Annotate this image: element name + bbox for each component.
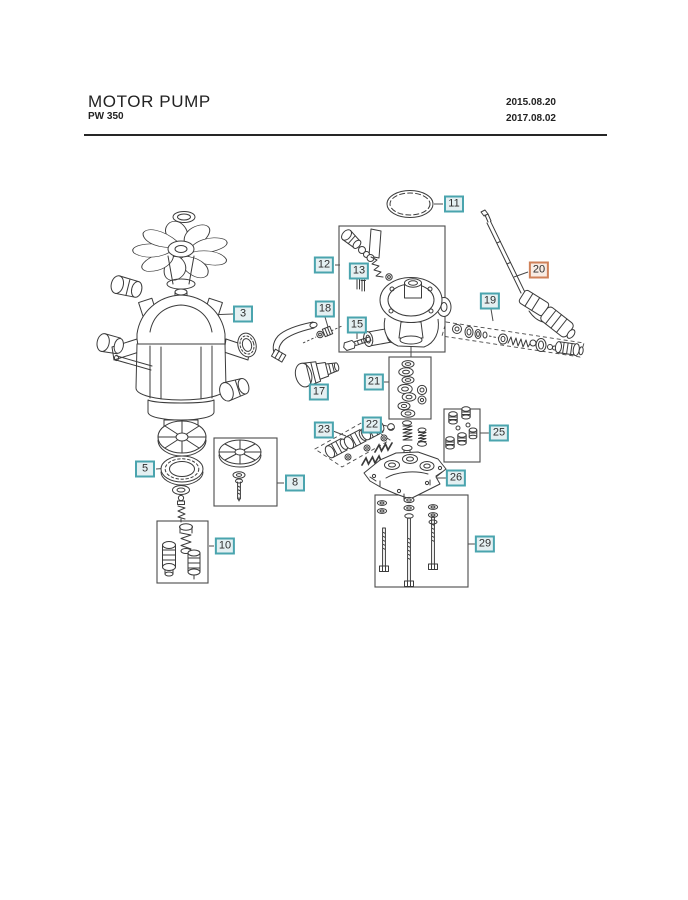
- trigger: [528, 310, 544, 323]
- callout-12[interactable]: 12: [313, 256, 335, 274]
- callout-11[interactable]: 11: [444, 195, 464, 213]
- callout-20[interactable]: 20: [528, 261, 550, 279]
- hose-assembly: [270, 321, 343, 363]
- group-box-8: [213, 437, 278, 507]
- group-boxes: [156, 225, 585, 588]
- check-ball: [387, 423, 395, 431]
- lance-tube: [486, 220, 525, 294]
- rotor-and-bearing-stack: [157, 420, 207, 523]
- spray-gun-and-lance: [480, 209, 576, 339]
- callout-3[interactable]: 3: [233, 305, 253, 323]
- callout-22[interactable]: 22: [361, 416, 383, 434]
- plunger-kit: [162, 523, 201, 580]
- group-box-19-dashed: [441, 321, 585, 358]
- washer: [172, 485, 190, 495]
- seal-kit: [397, 360, 428, 418]
- callout-23[interactable]: 23: [313, 421, 335, 439]
- motor-assembly: [96, 211, 257, 435]
- callout-25[interactable]: 25: [488, 424, 510, 442]
- group-box-21: [388, 356, 432, 420]
- header-rule: [84, 134, 607, 137]
- motor-shaft: [174, 288, 188, 296]
- gun-repair-kit: [452, 324, 584, 357]
- group-box-29: [374, 494, 469, 588]
- callout-18[interactable]: 18: [314, 300, 336, 318]
- coupler: [219, 377, 250, 402]
- page-title: MOTOR PUMP: [88, 92, 211, 111]
- pump-fan-kit: [218, 439, 262, 502]
- group-box-23-dashed: [314, 421, 391, 468]
- callout-19[interactable]: 19: [479, 292, 501, 310]
- callout-10[interactable]: 10: [214, 537, 236, 555]
- callout-26[interactable]: 26: [445, 469, 467, 487]
- callout-21[interactable]: 21: [363, 373, 385, 391]
- callout-29[interactable]: 29: [474, 535, 496, 553]
- top-cap: [172, 211, 196, 223]
- callout-15[interactable]: 15: [346, 316, 368, 334]
- bearing: [237, 332, 257, 358]
- carbon-brush-2: [96, 333, 124, 355]
- date-created: 2015.08.20: [505, 97, 556, 108]
- motor-end-bell: [136, 294, 226, 345]
- callout-17[interactable]: 17: [308, 383, 330, 401]
- valve-kit: [445, 406, 478, 450]
- bracket-plate: [368, 228, 382, 259]
- inlet-fitting: [294, 361, 340, 388]
- bolt-kit: [376, 496, 439, 587]
- group-box-10: [156, 520, 209, 584]
- nozzle-tip: [480, 209, 489, 217]
- cooling-fan: [132, 221, 228, 281]
- callout-13[interactable]: 13: [348, 262, 370, 280]
- pump-manifold: [363, 451, 447, 500]
- date-revised: 2017.08.02: [505, 113, 556, 124]
- model-number: PW 350: [88, 111, 124, 122]
- spring-screw: [177, 505, 186, 523]
- pump-head: [363, 277, 452, 348]
- callout-5[interactable]: 5: [135, 460, 155, 478]
- unloader-valve-assembly: [341, 228, 393, 281]
- callout-8[interactable]: 8: [285, 474, 305, 492]
- bolt-15: [343, 336, 372, 352]
- o-ring-large: [386, 190, 434, 218]
- unloader-spring: [370, 256, 384, 278]
- carbon-brush: [110, 275, 143, 298]
- group-box-12: [338, 225, 446, 353]
- terminal-pin: [115, 355, 153, 371]
